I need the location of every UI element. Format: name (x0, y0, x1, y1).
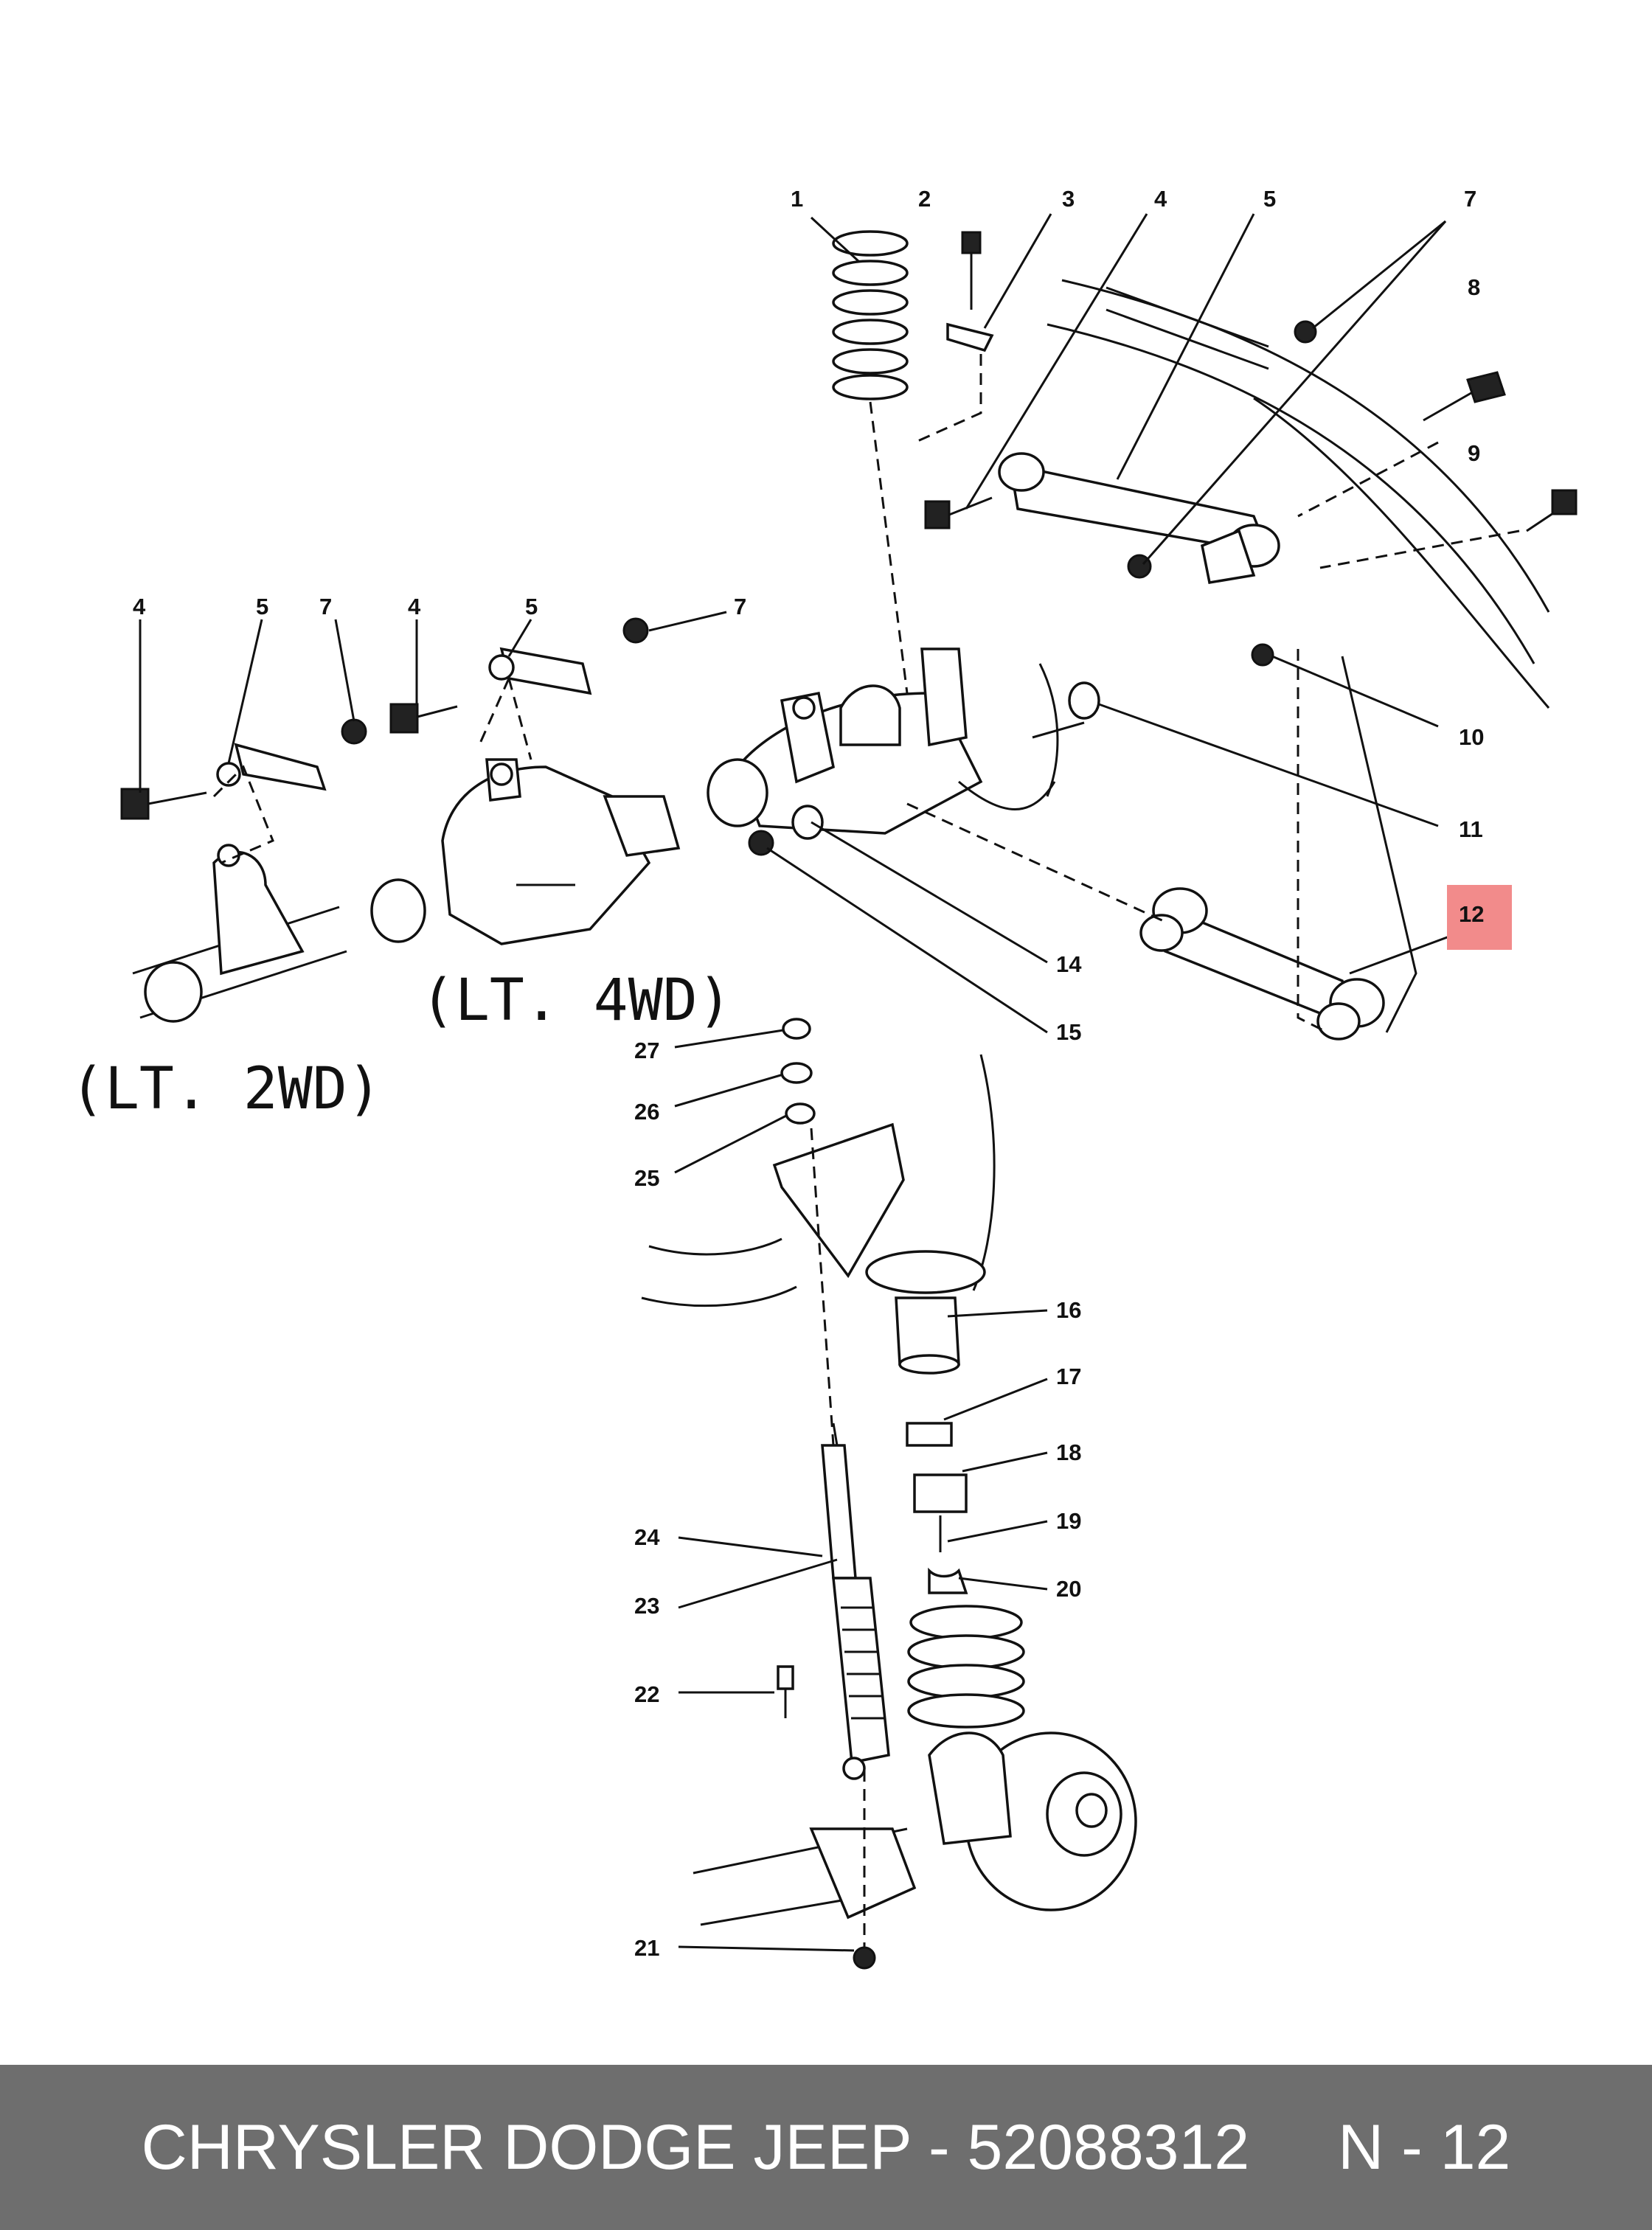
page-ref: N - 12 (1338, 2111, 1511, 2183)
lt-4wd-view (370, 647, 681, 945)
variant-label-2wd: (LT. 2WD) (70, 1056, 382, 1122)
callout-label: 4 (408, 594, 421, 619)
mount-bracket (641, 1054, 996, 1307)
callout-label: 7 (734, 594, 746, 619)
callout-label: 4 (1154, 186, 1167, 212)
callout-label: 2 (918, 186, 931, 212)
jounce-bumper (865, 1250, 986, 1594)
callout-label: 9 (1468, 440, 1480, 466)
shock-absorber (821, 1423, 890, 1765)
part-info: CHRYSLER DODGE JEEP - 52088312 (141, 2111, 1250, 2183)
lt-2wd-view (132, 743, 347, 1023)
callout-labels: 1 2 3 4 5 7 8 9 4 5 7 4 5 7 10 11 12 14 … (133, 186, 1484, 1961)
callout-label: 19 (1056, 1508, 1081, 1534)
leader-lines (139, 213, 1450, 1952)
callout-label: 7 (1464, 186, 1476, 212)
callout-label: 24 (634, 1524, 660, 1550)
frame-rail (1047, 279, 1550, 709)
callout-label: 27 (634, 1038, 659, 1063)
exploded-parts-diagram: 1 2 3 4 5 7 8 9 4 5 7 4 5 7 10 11 12 14 … (70, 186, 1578, 1970)
bolt (1251, 371, 1578, 667)
bolt (120, 703, 458, 820)
callout-label: 18 (1056, 1439, 1081, 1465)
callout-label: 5 (1263, 186, 1276, 212)
callout-label: 25 (634, 1165, 659, 1191)
bushing (748, 681, 1100, 856)
callout-label: 14 (1056, 951, 1082, 977)
bolt (777, 1665, 876, 1970)
coil-spring (832, 230, 909, 400)
callout-label: 21 (634, 1935, 659, 1961)
brake-rotor (928, 1731, 1137, 1911)
highlight-box (1447, 885, 1512, 950)
callout-label: 7 (319, 594, 332, 619)
lower-coil-spring (907, 1605, 1025, 1729)
bolt (924, 496, 993, 529)
bolt (946, 231, 994, 352)
callout-label: 12 (1459, 901, 1484, 927)
callout-label: 23 (634, 1593, 659, 1619)
callout-label: 1 (791, 186, 803, 212)
washer (780, 1018, 816, 1125)
callout-label: 16 (1056, 1297, 1081, 1323)
callout-label: 4 (133, 594, 146, 619)
callout-label: 17 (1056, 1364, 1081, 1389)
variant-label-4wd: (LT. 4WD) (420, 968, 732, 1034)
callout-label: 3 (1062, 186, 1075, 212)
axle-housing (707, 647, 1059, 835)
callout-label: 20 (1056, 1576, 1081, 1602)
callout-label: 8 (1468, 274, 1480, 300)
callout-label: 11 (1459, 816, 1483, 842)
callout-label: 5 (525, 594, 538, 619)
axle-tube (693, 1827, 917, 1926)
nut (1127, 320, 1317, 579)
lower-control-arm (1139, 887, 1385, 1041)
upper-control-arm (998, 452, 1280, 585)
callout-label: 22 (634, 1681, 659, 1707)
callout-label: 10 (1459, 724, 1484, 750)
callout-label: 5 (256, 594, 268, 619)
callout-label: 26 (634, 1099, 659, 1125)
footer-bar: CHRYSLER DODGE JEEP - 52088312 N - 12 (0, 2065, 1652, 2230)
nut (341, 617, 649, 745)
callout-label: 15 (1056, 1019, 1081, 1045)
